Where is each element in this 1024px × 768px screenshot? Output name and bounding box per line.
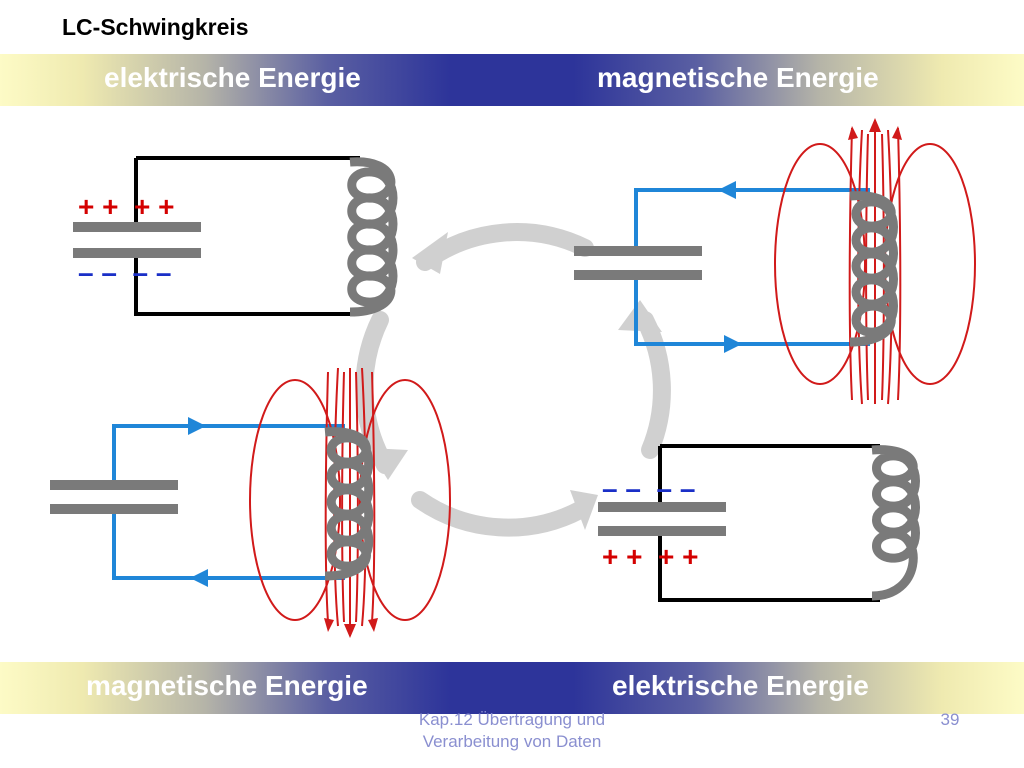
minus-charges-top-left: – – – – (78, 257, 171, 288)
cycle-arrowheads (368, 232, 662, 530)
circuit-bottom-left (50, 367, 451, 638)
field-arrowheads (324, 618, 378, 638)
plus-charges-bottom-right: + + + + (602, 541, 699, 572)
current-arrow-icon (190, 569, 208, 587)
minus-charges-bottom-right: – – – – (602, 473, 695, 504)
plus-charges-top-left: + + + + (78, 191, 175, 222)
current-arrow-icon (724, 335, 742, 353)
band-label-bottom-right: elektrische Energie (612, 670, 869, 701)
capacitor-plate-bottom (574, 270, 702, 280)
coil-icon (347, 157, 398, 317)
capacitor-plate-bottom (598, 526, 726, 536)
capacitor-plate-top (598, 502, 726, 512)
circuit-top-right (574, 118, 976, 405)
circuit-top-left (73, 156, 398, 317)
circuit-bottom-right (598, 444, 920, 602)
page-number: 39 (940, 710, 960, 729)
coil-icon (324, 427, 374, 581)
bottom-energy-band: magnetische Energie elektrische Energie (0, 662, 1024, 714)
capacitor-plate-bottom (73, 248, 201, 258)
coil-icon (849, 191, 898, 347)
slide-title: LC-Schwingkreis (62, 14, 249, 40)
current-arrow-icon (718, 181, 736, 199)
footer-course-title: Kap.12 Übertragung und Verarbeitung von … (418, 710, 606, 751)
top-energy-band: elektrische Energie magnetische Energie (0, 54, 1024, 106)
band-label-bottom-left: magnetische Energie (86, 670, 368, 701)
magnetic-field-lines (249, 367, 451, 636)
capacitor-plate-top (574, 246, 702, 256)
magnetic-field-lines (774, 120, 976, 405)
capacitor-plate-top (50, 480, 178, 490)
coil-icon (871, 445, 920, 601)
band-label-top-right: magnetische Energie (597, 62, 879, 93)
capacitor-plate-top (73, 222, 201, 232)
capacitor-plate-bottom (50, 504, 178, 514)
band-label-top-left: elektrische Energie (104, 62, 361, 93)
current-arrow-icon (188, 417, 206, 435)
field-arrowheads (848, 118, 902, 140)
